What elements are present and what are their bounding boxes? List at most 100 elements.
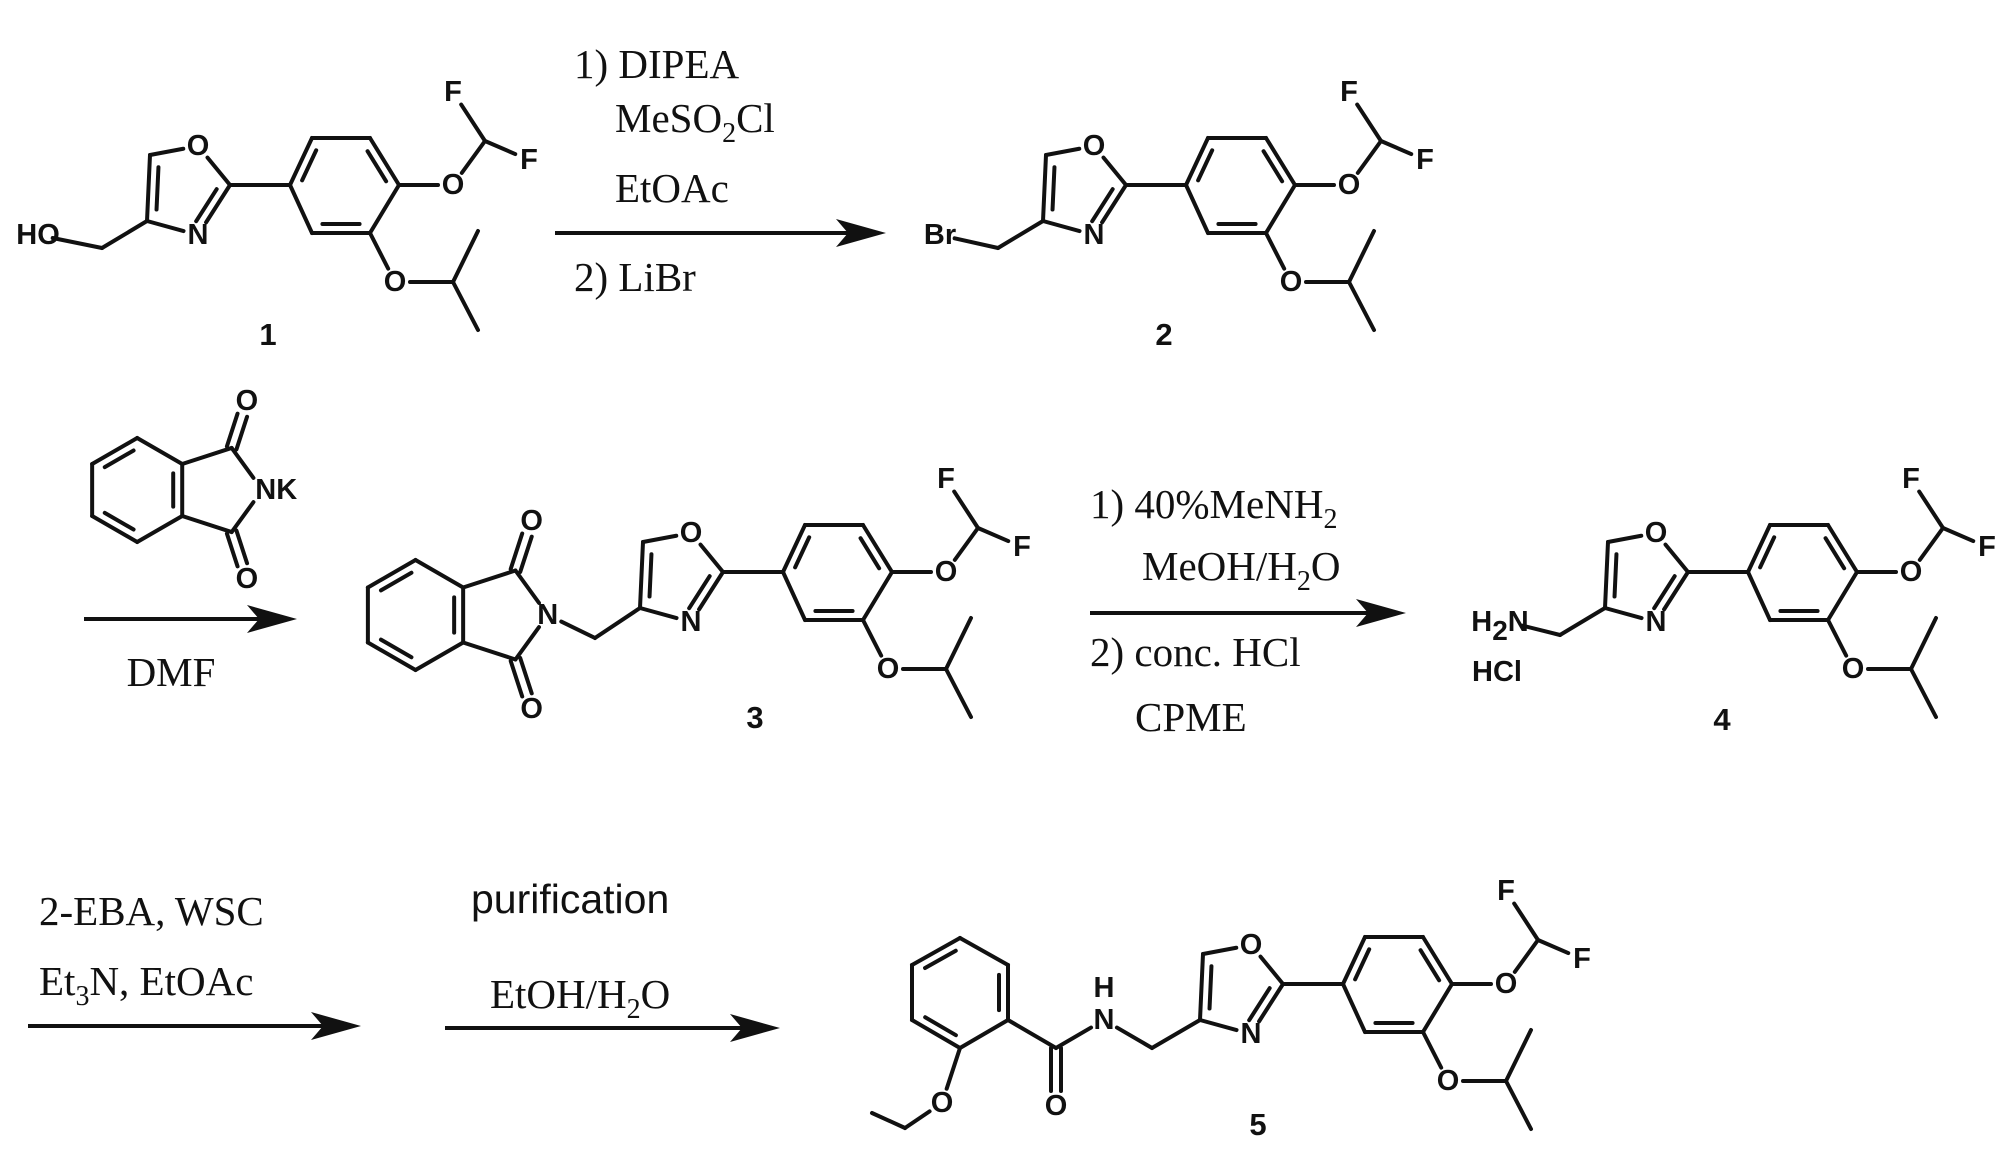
bond — [459, 102, 487, 143]
bond — [135, 436, 185, 466]
atom-n: N — [1094, 1004, 1115, 1036]
atom-o: O — [931, 1087, 954, 1119]
reagent-meoh-water-part: 2 — [1297, 566, 1311, 597]
bond — [698, 542, 725, 574]
bond — [1746, 570, 1772, 622]
bond — [1264, 136, 1297, 187]
reagent-mesylchloride: MeSO2Cl — [615, 95, 775, 149]
bond — [861, 570, 894, 622]
bond — [944, 616, 973, 671]
compound-label-2-part: 2 — [1155, 317, 1172, 352]
bond — [1504, 1028, 1533, 1083]
bond — [1341, 935, 1367, 986]
atom-h-subscript: 2 — [1492, 615, 1508, 646]
atom-h: H — [1471, 606, 1492, 638]
atom-nh2: H2N — [1471, 606, 1528, 646]
bond — [1558, 606, 1607, 637]
inner-double-bond — [1612, 552, 1619, 599]
reaction-arrow-2 — [84, 605, 297, 633]
bond — [1606, 533, 1644, 544]
atom-br: Br — [924, 219, 956, 251]
double-bond — [518, 655, 534, 696]
bond — [1504, 1079, 1533, 1131]
compound-label-1: 1 — [259, 317, 276, 352]
atom-h: H — [1094, 972, 1115, 1004]
bond — [288, 183, 314, 235]
bond — [180, 445, 234, 466]
inner-double-bond — [647, 552, 654, 599]
bond — [1826, 570, 1859, 622]
bond — [910, 936, 962, 967]
reagent-et3n-etoac: Et3N, EtOAc — [39, 958, 253, 1012]
bond — [1044, 146, 1082, 157]
reagent-conc-hcl-part: 2) conc. HCl — [1090, 629, 1301, 675]
bond — [944, 1046, 962, 1091]
atom-nk: NK — [255, 474, 297, 506]
double-bond — [518, 534, 534, 575]
bond — [90, 436, 140, 466]
bond — [461, 568, 518, 590]
bond — [229, 445, 256, 480]
purification-label: purification — [471, 876, 669, 922]
inner-double-bond — [1758, 535, 1777, 570]
bond — [1826, 618, 1849, 658]
bond — [204, 183, 232, 225]
bond — [1150, 1018, 1202, 1050]
bond — [1006, 1018, 1058, 1050]
bond — [1421, 1030, 1444, 1070]
bond — [1520, 623, 1562, 637]
atom-f: F — [1416, 144, 1434, 176]
arrow-head — [311, 1012, 361, 1040]
reagent-meoh-water-part: O — [1311, 543, 1341, 589]
atom-n: N — [1084, 219, 1105, 251]
bond — [461, 640, 518, 662]
bond — [1826, 523, 1859, 574]
arrow-head — [730, 1014, 780, 1042]
bond — [1198, 1018, 1239, 1033]
double-bond — [234, 414, 250, 452]
inner-double-bond — [1823, 536, 1847, 571]
bond — [1184, 136, 1210, 187]
bond — [451, 280, 480, 332]
atom-ho: HO — [16, 219, 60, 251]
bond — [1909, 616, 1938, 671]
bond — [1041, 153, 1048, 223]
reagent-meoh-water-part: MeOH/H — [1142, 543, 1297, 589]
compound-label-4-part: 4 — [1713, 702, 1731, 737]
reagent-dipea: 1) DIPEA — [574, 41, 740, 87]
bond — [1421, 935, 1454, 986]
inner-double-bond — [102, 510, 136, 532]
bond — [781, 523, 807, 574]
bond — [593, 606, 642, 640]
bond — [1512, 938, 1540, 974]
atom-n: N — [681, 606, 702, 638]
reagent-etoh-water-part: O — [641, 971, 671, 1017]
bond — [413, 558, 466, 590]
bond — [1101, 155, 1128, 187]
atom-o: O — [236, 385, 259, 417]
inner-double-bond — [102, 448, 136, 470]
inner-double-bond — [687, 574, 712, 611]
inner-double-bond — [194, 187, 219, 224]
bond — [697, 570, 725, 612]
bond — [145, 219, 186, 234]
reagent-dipea-part: 1) DIPEA — [574, 41, 740, 87]
bond — [205, 155, 232, 187]
reaction-arrow-1 — [555, 219, 886, 247]
bond — [1909, 667, 1938, 719]
reaction-arrow-5 — [445, 1014, 780, 1042]
atom-f: F — [1978, 531, 1996, 563]
bond — [1941, 526, 1976, 544]
atom-o: O — [384, 266, 407, 298]
inner-double-bond — [378, 637, 414, 660]
reagent-etoh-water-part: 2 — [627, 994, 641, 1025]
bond — [513, 625, 541, 662]
inner-double-bond — [1418, 948, 1442, 983]
atom-o: O — [1437, 1065, 1460, 1097]
reagent-methylamine: 1) 40%MeNH2 — [1090, 481, 1337, 535]
inner-double-bond — [1652, 574, 1677, 611]
compound-label-4: 4 — [1713, 702, 1731, 737]
